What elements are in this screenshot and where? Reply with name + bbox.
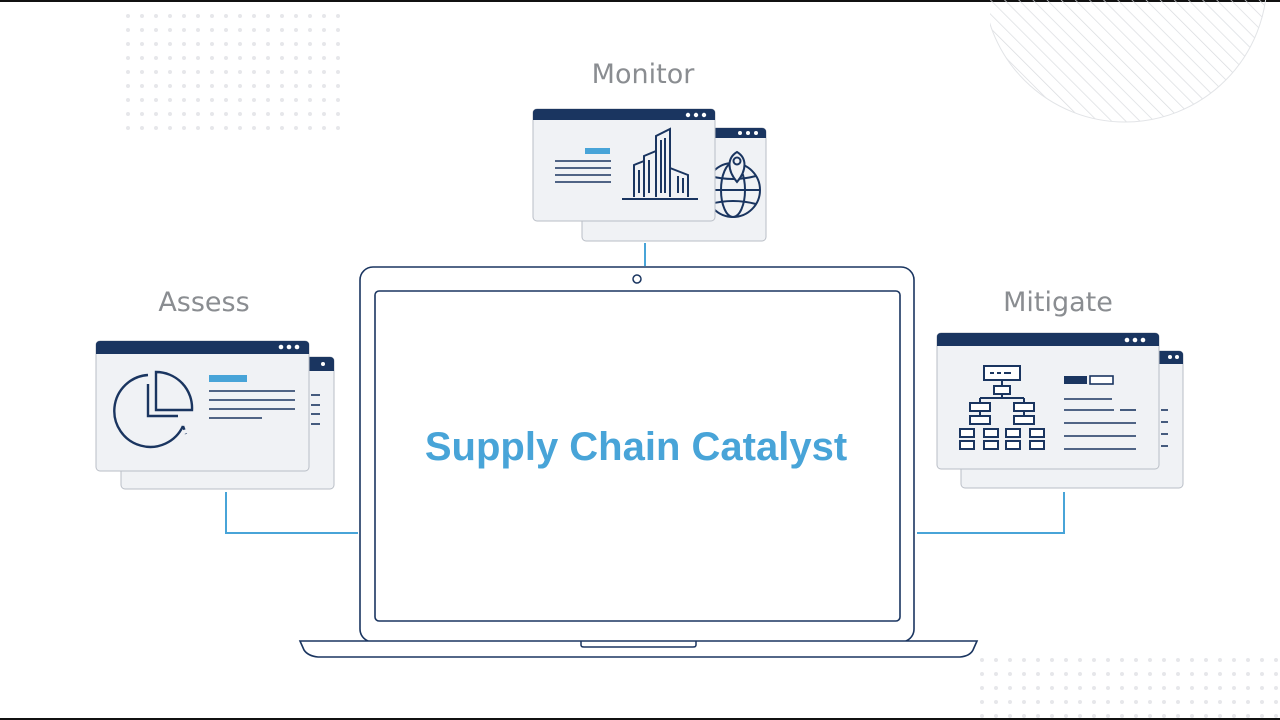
laptop-illustration: [298, 266, 979, 658]
hatched-circle-decoration: [990, 0, 1267, 123]
webcam-icon: [632, 274, 642, 284]
connector-line-assess: [225, 492, 358, 534]
window-dot-icon: [685, 112, 691, 118]
window-dot-icon: [286, 344, 292, 350]
laptop-trackpad-notch: [580, 641, 697, 648]
window-dot-icon: [693, 112, 699, 118]
frame-border-top: [0, 0, 1280, 2]
monitor-label: Monitor: [591, 59, 695, 90]
laptop-base: [298, 640, 979, 658]
headline-title: Supply Chain Catalyst: [424, 425, 848, 469]
org-chart-icon: [959, 365, 1045, 450]
mitigate-front-window: [936, 332, 1160, 470]
frame-border-bottom: [0, 718, 1280, 720]
connector-line-mitigate: [917, 492, 1065, 534]
assess-front-window: [95, 340, 310, 472]
dot-pattern-bottom-right: [980, 658, 1280, 718]
window-dot-icon: [278, 344, 284, 350]
window-dot-icon: [1140, 337, 1146, 343]
monitor-front-window: [532, 108, 716, 222]
window-dot-icon: [294, 344, 300, 350]
mitigate-window-group: [936, 332, 1184, 489]
mitigate-label: Mitigate: [1003, 287, 1113, 318]
window-dot-icon: [1124, 337, 1130, 343]
window-dot-icon: [701, 112, 707, 118]
assess-label: Assess: [158, 287, 250, 318]
pie-chart-icon: [113, 370, 194, 449]
window-dot-icon: [1132, 337, 1138, 343]
laptop-screen: [374, 290, 901, 622]
dot-pattern-top-left: [126, 4, 350, 130]
building-icon: [622, 127, 698, 200]
assess-window-group: [95, 340, 335, 490]
monitor-window-group: [532, 108, 767, 242]
